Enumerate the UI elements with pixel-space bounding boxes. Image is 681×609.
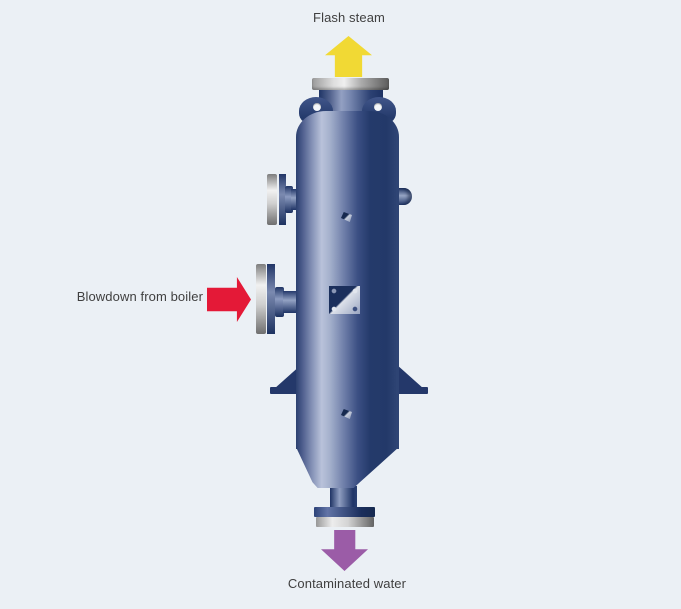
drain-flange-outer — [316, 517, 374, 527]
inspection-nozzle-flange-outer — [267, 174, 277, 225]
lug-hole-right — [374, 103, 382, 111]
vessel-bottom-cone — [296, 447, 399, 488]
contaminated-water-label: Contaminated water — [287, 576, 407, 591]
inspection-nozzle-flange-inner — [279, 174, 286, 225]
support-bracket-right-gusset — [396, 364, 424, 389]
vessel-nameplate — [329, 286, 360, 314]
weld-tab-lower — [341, 409, 352, 419]
vessel-body — [296, 111, 399, 449]
weld-tab-upper — [341, 212, 352, 222]
steam-outlet-flange — [312, 78, 389, 90]
blowdown-flange-outer — [256, 264, 266, 334]
inspection-nozzle-collar — [285, 186, 293, 213]
contaminated-water-down-arrow-icon — [321, 530, 368, 571]
flash-steam-label: Flash steam — [313, 10, 385, 25]
blowdown-label: Blowdown from boiler — [76, 289, 203, 304]
lug-hole-left — [313, 103, 321, 111]
drain-flange-inner — [314, 507, 375, 517]
drain-pipe — [330, 486, 357, 509]
blowdown-flange-inner — [267, 264, 275, 334]
support-bracket-left-plate — [270, 387, 302, 394]
blowdown-right-arrow-icon — [207, 277, 251, 322]
support-bracket-right-plate — [396, 387, 428, 394]
blowdown-collar — [275, 287, 284, 317]
flash-steam-up-arrow-icon — [325, 36, 372, 77]
